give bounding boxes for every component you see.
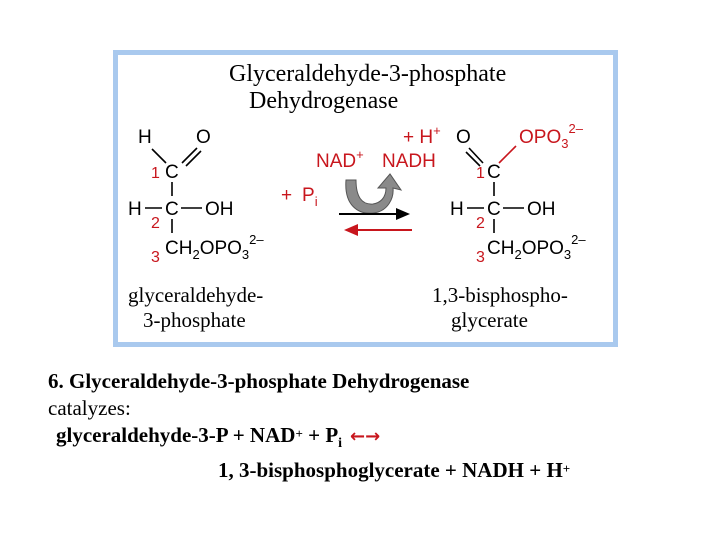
left-o-top: O — [196, 127, 211, 148]
right-oh: OH — [527, 199, 556, 220]
reaction-diagram: Glyceraldehyde-3-phosphate Dehydrogenase… — [128, 61, 586, 332]
left-molecule-name-line1: glyceraldehyde- — [128, 283, 263, 307]
left-h-c1-bond — [151, 148, 167, 164]
pi-label: Pi — [302, 185, 318, 209]
left-oh: OH — [205, 199, 234, 220]
left-c3-number: 3 — [151, 249, 160, 266]
equilibrium-arrow-icon: ←→ — [350, 426, 381, 447]
equation-line1: glyceraldehyde-3-P + NAD+ + Pi ←→ — [56, 422, 708, 457]
h-plus-label: + H+ — [403, 123, 441, 148]
equation-line2: 1, 3-bisphosphoglycerate + NADH + H+ — [218, 457, 708, 484]
left-h-top: H — [138, 127, 152, 148]
right-o-top: O — [456, 127, 471, 148]
right-opo3: OPO32– — [519, 121, 584, 151]
caption-title: 6. Glyceraldehyde-3-phosphate Dehydrogen… — [48, 369, 470, 393]
right-h-mid: H — [450, 199, 464, 220]
left-molecule-name-line2: 3-phosphate — [143, 308, 246, 332]
pi-subscript: i — [338, 436, 343, 452]
forward-arrow-head — [396, 208, 410, 220]
nadh-label: NADH — [382, 151, 436, 172]
left-c1-number: 1 — [151, 165, 160, 182]
right-c1-opo3-bond — [498, 145, 517, 164]
caption: 6. Glyceraldehyde-3-phosphate Dehydrogen… — [48, 368, 708, 484]
diagram-title-line1: Glyceraldehyde-3-phosphate — [229, 61, 506, 87]
left-c2-number: 2 — [151, 215, 160, 232]
nad-label: NAD+ — [316, 147, 364, 172]
left-c3-group: CH2OPO32– — [165, 232, 264, 262]
diagram-title-line2: Dehydrogenase — [249, 88, 398, 114]
right-c3-group: CH2OPO32– — [487, 232, 586, 262]
left-h-mid: H — [128, 199, 142, 220]
reaction-arrows: + H+ NAD+ NADH + Pi — [281, 123, 441, 236]
caption-catalyzes: catalyzes: — [48, 396, 131, 420]
right-o-c1-double-bond-a — [468, 147, 484, 164]
left-molecule: H O 1 C H C OH 2 3 CH2OPO32– glyceraldeh… — [128, 127, 264, 332]
left-c1-o-double-bond-b — [185, 150, 202, 167]
equation-pi: + P — [302, 423, 339, 447]
right-c3-number: 3 — [476, 249, 485, 266]
right-c1: C — [487, 162, 501, 183]
figure-frame — [113, 50, 618, 347]
equation-reactants: glyceraldehyde-3-P + NAD — [56, 423, 296, 447]
right-c2: C — [487, 199, 501, 220]
right-molecule-name-line1: 1,3-bisphospho- — [432, 283, 568, 307]
h-charge: + — [562, 461, 571, 477]
left-c1: C — [165, 162, 179, 183]
left-c1-o-double-bond-a — [181, 147, 198, 164]
right-molecule-name-line2: glycerate — [451, 308, 528, 332]
reverse-arrow-head — [344, 224, 358, 236]
right-c2-number: 2 — [476, 215, 485, 232]
pi-plus-label: + — [281, 185, 292, 206]
equation-products: 1, 3-bisphosphoglycerate + NADH + H — [218, 458, 563, 483]
right-c1-number: 1 — [476, 165, 485, 182]
cofactor-curved-arrow — [345, 173, 403, 214]
nad-charge: + — [295, 426, 303, 441]
right-molecule: O OPO32– 1 C H C OH 2 3 CH2OPO32– 1,3-bi… — [432, 121, 586, 332]
right-o-c1-double-bond-b — [465, 151, 481, 167]
left-c2: C — [165, 199, 179, 220]
